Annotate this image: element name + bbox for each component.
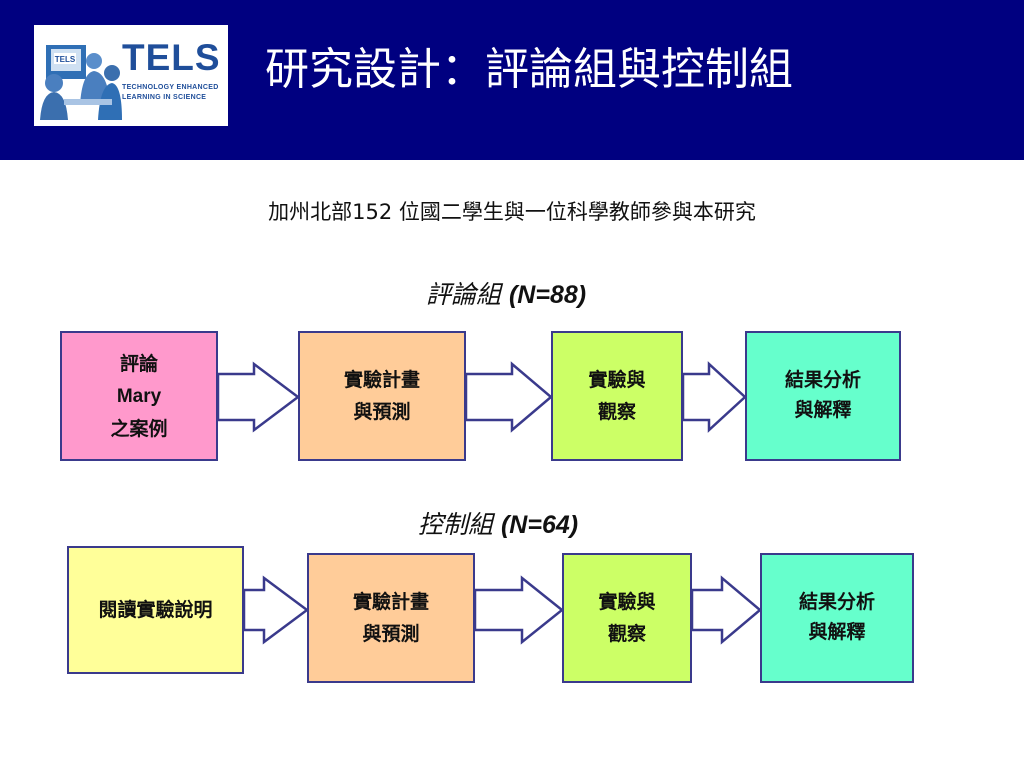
step-label: 閱讀實驗說明: [98, 599, 213, 621]
page-title: 研究設計：評論組與控制組: [265, 44, 793, 95]
flow-arrow: [473, 575, 565, 645]
step-experiment-and-observe: 實驗與 觀察: [551, 331, 683, 461]
logo-people-icon: TELS: [40, 45, 122, 120]
step-label: 結果分析 與解釋: [798, 591, 875, 643]
group-size: (N=88): [508, 281, 587, 309]
control-group-label: 控制組 (N=64): [418, 505, 578, 541]
group-name: 評論組: [426, 280, 502, 309]
flow-arrow: [464, 361, 553, 433]
step-experiment-and-observe: 實驗與 觀察: [562, 553, 692, 683]
header-bar: TELS TELS TECHNOLOGY ENHANCED LEARNING I…: [0, 0, 1024, 160]
step-plan-and-predict: 實驗計畫 與預測: [298, 331, 466, 461]
flow-arrow: [690, 575, 762, 645]
group-name: 控制組: [418, 510, 494, 539]
step-analyze-and-explain: 結果分析 與解釋: [760, 553, 914, 683]
step-analyze-and-explain: 結果分析 與解釋: [745, 331, 901, 461]
logo-tagline: TECHNOLOGY ENHANCED LEARNING IN SCIENCE: [122, 83, 226, 103]
flow-arrow: [242, 575, 310, 645]
step-label: 實驗與 觀察: [588, 369, 646, 423]
logo-wordmark: TELS: [122, 37, 221, 78]
logo-tagline-line: TECHNOLOGY ENHANCED: [122, 84, 219, 91]
tels-logo: TELS TELS TECHNOLOGY ENHANCED LEARNING I…: [34, 25, 228, 126]
step-read-instructions: 閱讀實驗說明: [67, 546, 244, 674]
step-label: 實驗計畫 與預測: [352, 591, 429, 645]
step-label: 結果分析 與解釋: [784, 369, 861, 421]
logo-badge: TELS: [55, 55, 76, 64]
flow-arrow: [216, 361, 301, 433]
step-label: 實驗計畫 與預測: [343, 369, 420, 423]
step-plan-and-predict: 實驗計畫 與預測: [307, 553, 475, 683]
group-size: (N=64): [500, 511, 579, 539]
logo-tagline-line: LEARNING IN SCIENCE: [122, 94, 207, 101]
step-label: 實驗與 觀察: [598, 591, 656, 645]
study-description: 加州北部152 位國二學生與一位科學教師參與本研究: [268, 200, 756, 224]
flow-arrow: [681, 361, 747, 433]
critique-group-label: 評論組 (N=88): [426, 275, 586, 311]
